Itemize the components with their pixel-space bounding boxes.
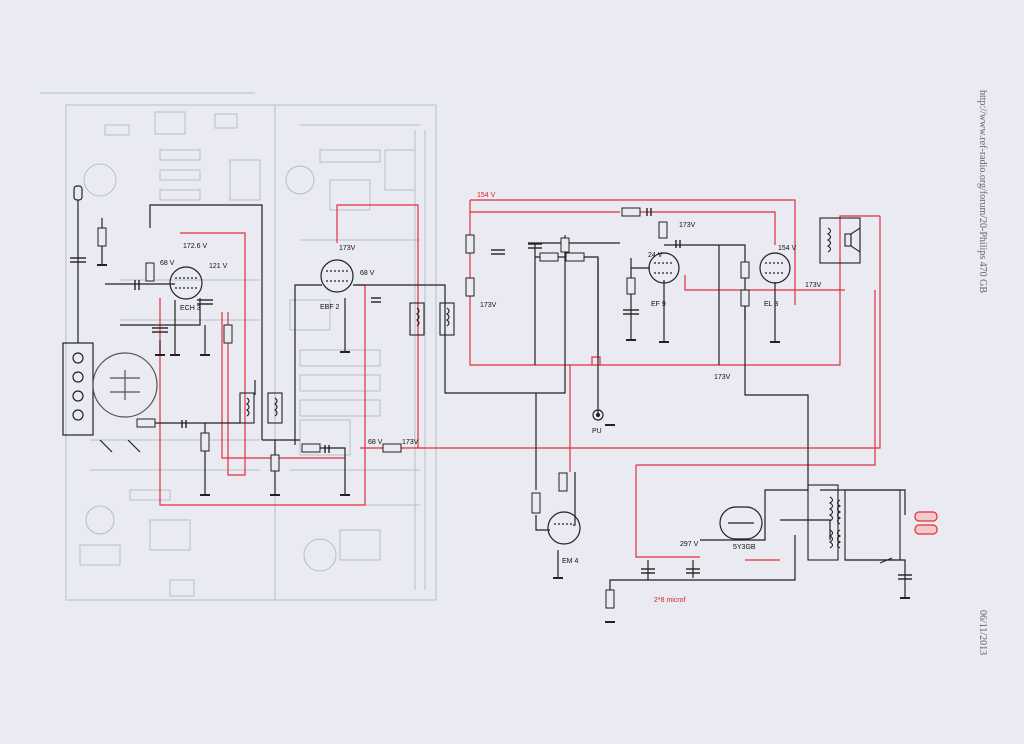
tube-label-ech: ECH 3 xyxy=(180,305,201,312)
voltage-ef-grid: 24 V xyxy=(648,252,663,259)
voltage-ech-cathode: 68 V xyxy=(160,260,175,267)
side-url-text: http://www.ref-radio.org/forum/20-Philip… xyxy=(977,90,988,293)
tube-ebf xyxy=(320,259,354,293)
tube-label-em: EM 4 xyxy=(562,558,578,565)
voltage-ef-screen: 173V xyxy=(679,222,696,229)
tube-ef xyxy=(648,252,680,284)
tube-label-ebf: EBF 2 xyxy=(320,304,340,311)
mains-transformer xyxy=(807,484,901,564)
voltage-ebf-screen: 68 V xyxy=(360,270,375,277)
voltage-ebf-anode: 173V xyxy=(339,245,356,252)
pu-socket-icon xyxy=(592,409,604,421)
voltage-supply: 297 V xyxy=(680,541,699,548)
wavelength-selector-block xyxy=(62,342,158,453)
ground-symbols xyxy=(97,264,910,623)
tube-el xyxy=(759,252,791,284)
pu-label: PU xyxy=(592,428,602,435)
aerial-input xyxy=(73,185,83,201)
tube-label-rectifier: 5Y3GB xyxy=(733,544,756,551)
tube-em xyxy=(547,511,581,545)
voltage-el-screen: 173V xyxy=(805,282,822,289)
voltage-rail-mid: 173V xyxy=(714,374,731,381)
mains-plug-icon xyxy=(914,511,938,535)
red-wiring xyxy=(159,199,881,561)
voltage-ech-anode: 172.6 V xyxy=(183,243,207,250)
faint-original-schematic xyxy=(40,92,437,601)
resistors xyxy=(97,207,750,609)
tube-label-ef: EF 9 xyxy=(651,301,666,308)
if-transformers xyxy=(239,302,455,424)
voltage-bottom-b: 173V xyxy=(402,439,419,446)
voltage-top-rail: 154 V xyxy=(477,192,496,199)
tube-rectifier xyxy=(719,506,763,540)
tube-ech xyxy=(169,266,203,300)
voltage-ech-grid: 121 V xyxy=(209,263,228,270)
filter-caps-label: 2*8 microf xyxy=(654,597,686,604)
voltage-el-anode: 154 V xyxy=(778,245,797,252)
voltage-pot: 173V xyxy=(480,302,497,309)
capacitors xyxy=(70,208,912,580)
voltage-bottom-a: 68 V xyxy=(368,439,383,446)
tube-label-el: EL 3 xyxy=(764,301,778,308)
side-date-text: 06/11/2013 xyxy=(977,610,988,655)
output-transformer-speaker xyxy=(819,217,861,264)
